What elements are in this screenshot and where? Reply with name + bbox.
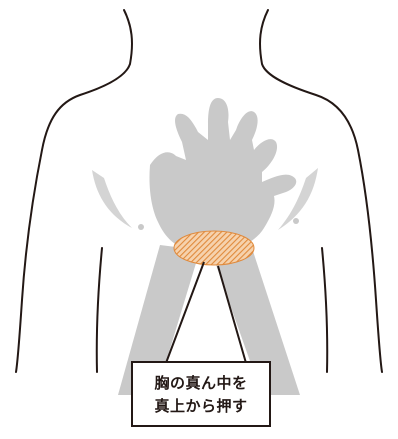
callout-line-1: 胸の真ん中を <box>154 373 247 393</box>
left-chest-dot <box>138 224 144 230</box>
right-inner-arm-line <box>322 248 327 372</box>
right-chest-dot <box>293 218 299 224</box>
press-area-marker <box>174 231 254 265</box>
hands <box>149 98 296 250</box>
body-outline-left <box>16 10 132 372</box>
left-side-shading <box>92 170 132 228</box>
left-inner-arm-line <box>97 248 102 372</box>
callout-line-2: 真上から押す <box>154 396 247 416</box>
instruction-callout: 胸の真ん中を 真上から押す <box>131 361 271 427</box>
